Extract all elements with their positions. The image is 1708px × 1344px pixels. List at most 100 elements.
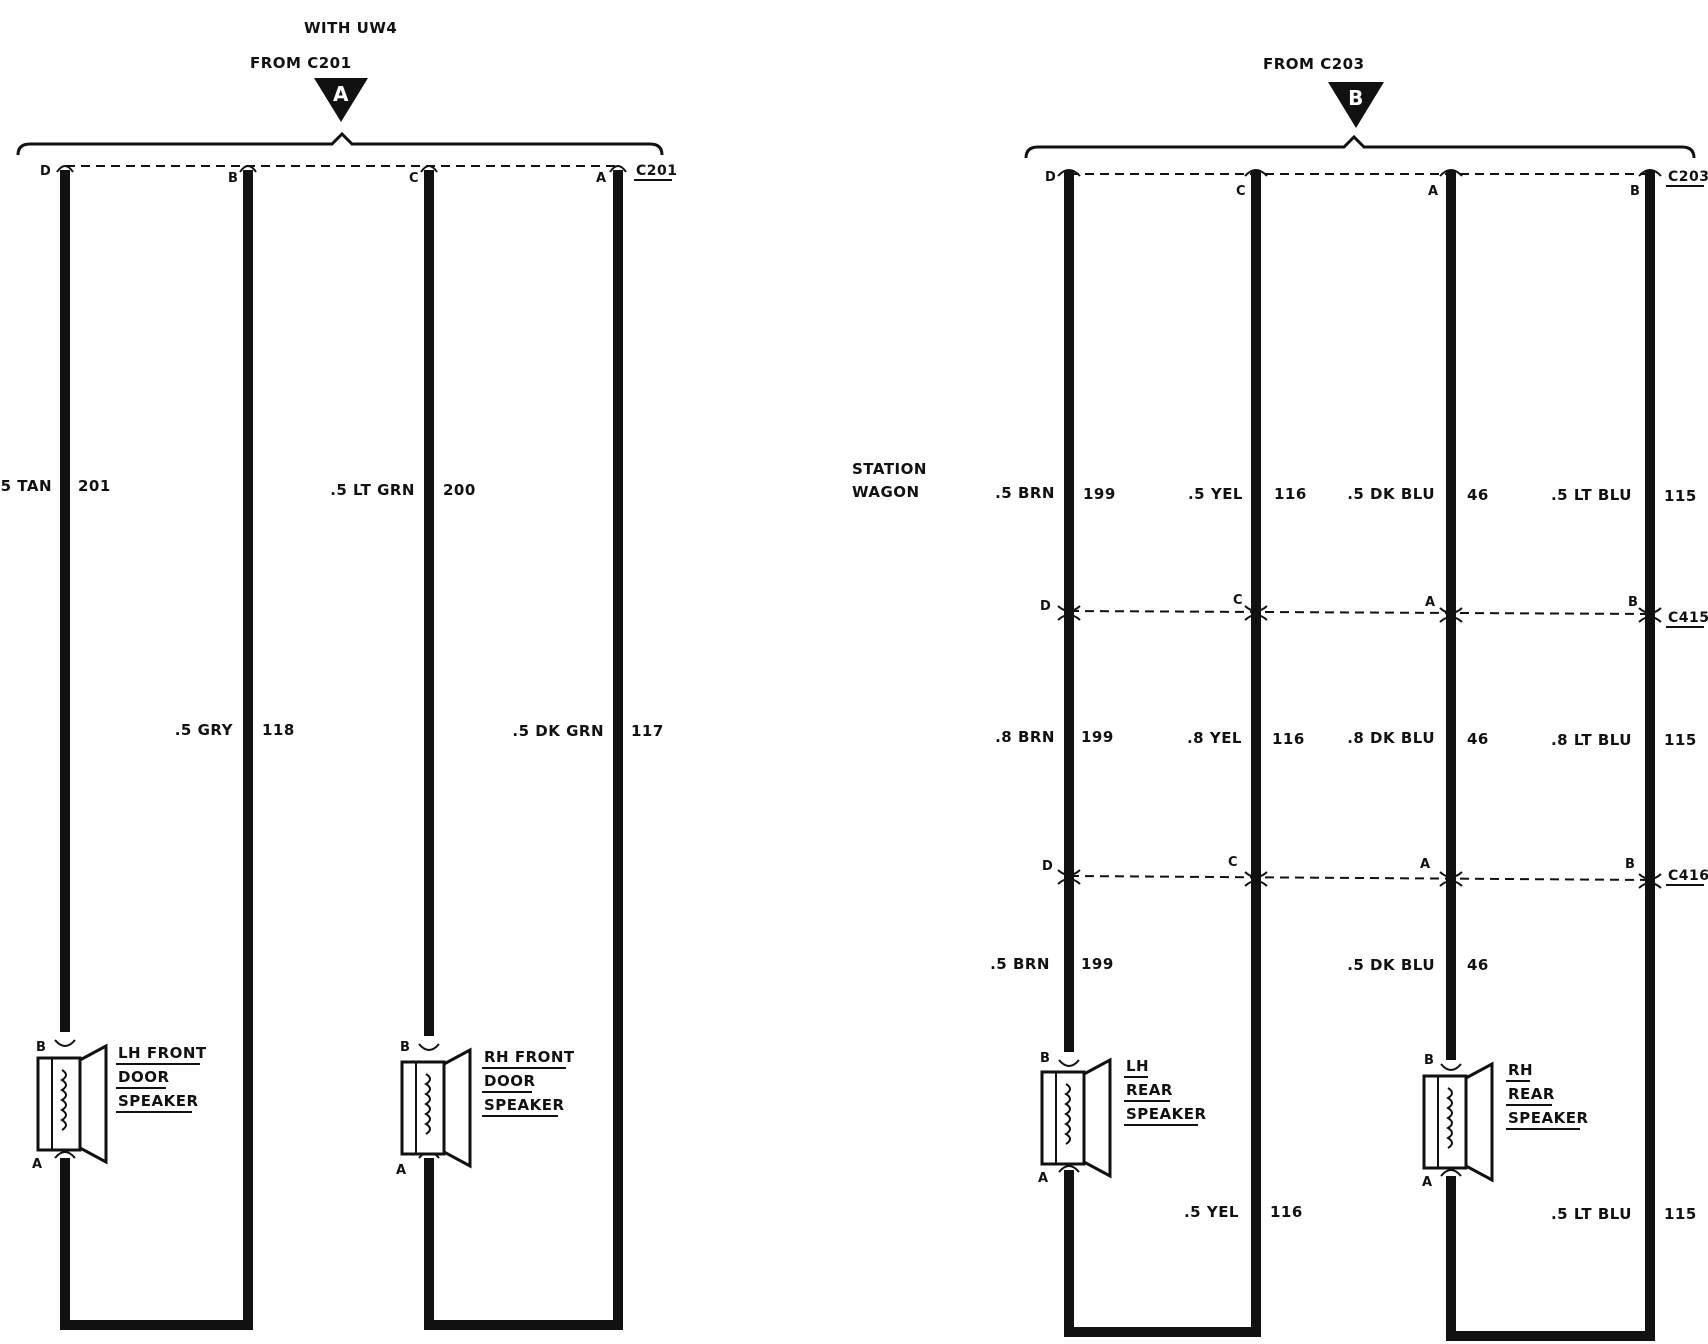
speaker-pin-a: A [1422, 1175, 1433, 1190]
speaker-pin-b: B [1424, 1053, 1434, 1068]
circuit-label-bot-46: 46 [1467, 956, 1489, 974]
circuit-label-top-199: 199 [1083, 485, 1116, 503]
speaker-coil-icon [1064, 1083, 1071, 1145]
group-brace-right [1024, 134, 1696, 159]
pin-label-a: A [596, 171, 607, 186]
marker-letter-a: A [333, 82, 349, 106]
wire-46-115-loop [1446, 170, 1655, 1341]
group-brace-left [16, 131, 664, 156]
wire-label-mid-dk-blu: .8 DK BLU [1347, 729, 1435, 747]
source-label-c203: FROM C203 [1263, 55, 1365, 73]
circuit-label-bot-116: 116 [1270, 1203, 1303, 1221]
circuit-label-top-116: 116 [1274, 485, 1307, 503]
wire-label-tan: .5 TAN [0, 477, 52, 495]
circuit-label-top-115: 115 [1664, 487, 1697, 505]
marker-triangle-b-icon [1328, 82, 1384, 128]
wire-label-bot-lt-blu: .5 LT BLU [1551, 1205, 1632, 1223]
connector-label-c201: C201 [636, 163, 678, 179]
speaker-label-line-3: SPEAKER [1126, 1105, 1207, 1123]
speaker-body-icon [1040, 1070, 1086, 1166]
speaker-coil-icon [60, 1069, 67, 1131]
pinch-c415-a [1439, 607, 1463, 623]
speaker-label-line-1: RH [1508, 1061, 1533, 1079]
pinch-c415-c [1244, 605, 1268, 621]
speaker-body-icon [36, 1056, 82, 1152]
connector-label-c203: C203 [1668, 169, 1708, 185]
terminal-c203-c [1244, 169, 1268, 177]
pin-label-a-c203: A [1428, 184, 1439, 199]
right-section: STATION WAGON FROM C203 B C203 C415 C416… [852, 55, 1708, 1341]
pin-label-c: C [409, 171, 419, 186]
pinch-c416-a [1439, 871, 1463, 887]
speaker-label-line-2: DOOR [118, 1068, 170, 1086]
marker-triangle-a-icon [314, 78, 368, 122]
circuit-label-bot-199: 199 [1081, 955, 1114, 973]
wire-199-116-loop [1064, 170, 1261, 1337]
circuit-label-200: 200 [443, 481, 476, 499]
circuit-label-mid-116: 116 [1272, 730, 1305, 748]
speaker-label-line-1: LH FRONT [118, 1044, 207, 1062]
speaker-pin-a: A [1038, 1171, 1049, 1186]
pinch-c416-c [1244, 871, 1268, 887]
speaker-terminal-bottom [1058, 1165, 1080, 1173]
wire-201-118-loop [60, 170, 253, 1330]
connector-label-c415: C415 [1668, 610, 1708, 626]
speaker-label-line-3: SPEAKER [484, 1096, 565, 1114]
pinch-c416-b [1638, 873, 1662, 889]
pin-label-b-c203: B [1630, 184, 1640, 199]
lh-rear-speaker: B A LH REAR SPEAKER [1038, 1051, 1207, 1186]
connector-line-c416 [1069, 875, 1653, 881]
wire-label-mid-brn: .8 BRN [995, 728, 1055, 746]
speaker-label-line-3: SPEAKER [1508, 1109, 1589, 1127]
lh-front-door-speaker: B A LH FRONT DOOR SPEAKER [32, 1039, 207, 1172]
speaker-terminal-top [418, 1043, 440, 1051]
pin-label-b: B [228, 171, 238, 186]
pin-label-a-c416: A [1420, 857, 1431, 872]
pin-label-d: D [40, 164, 51, 179]
speaker-coil-icon [424, 1073, 431, 1135]
pin-label-b-c416: B [1625, 857, 1635, 872]
wire-label-mid-lt-blu: .8 LT BLU [1551, 731, 1632, 749]
left-section: WITH UW4 FROM C201 A C201 D B C A .5 TAN… [0, 19, 678, 1330]
wire-label-top-brn: .5 BRN [995, 484, 1055, 502]
speaker-coil-icon [1446, 1087, 1453, 1149]
speaker-terminal-top [54, 1039, 76, 1047]
circuit-label-bot-115: 115 [1664, 1205, 1697, 1223]
speaker-body-icon [400, 1060, 446, 1156]
speaker-label-line-2: REAR [1126, 1081, 1173, 1099]
source-label-c201: FROM C201 [250, 54, 352, 72]
speaker-cone-icon [78, 1043, 108, 1165]
circuit-label-201: 201 [78, 477, 111, 495]
speaker-terminal-bottom [54, 1151, 76, 1159]
pin-label-d-c415: D [1040, 599, 1051, 614]
pin-label-c-c415: C [1233, 593, 1243, 608]
wire-label-bot-dk-blu: .5 DK BLU [1347, 956, 1435, 974]
wire-label-bot-brn: .5 BRN [990, 955, 1050, 973]
option-label-uw4: WITH UW4 [304, 19, 397, 37]
speaker-terminal-bottom [1440, 1169, 1462, 1177]
pinch-c416-d [1057, 869, 1081, 885]
pin-label-a-c415: A [1425, 595, 1436, 610]
wire-label-bot-yel: .5 YEL [1184, 1203, 1239, 1221]
wire-label-top-lt-blu: .5 LT BLU [1551, 486, 1632, 504]
speaker-label-line-1: LH [1126, 1057, 1149, 1075]
marker-letter-b: B [1348, 86, 1364, 110]
speaker-terminal-top [1440, 1063, 1462, 1071]
wire-200-117-loop [424, 170, 623, 1330]
circuit-label-mid-199: 199 [1081, 728, 1114, 746]
wire-label-top-dk-blu: .5 DK BLU [1347, 485, 1435, 503]
pin-label-d-c203: D [1045, 170, 1056, 185]
connector-line-c415 [1069, 610, 1653, 615]
speaker-cone-icon [442, 1047, 472, 1169]
speaker-label-line-2: REAR [1508, 1085, 1555, 1103]
rh-front-door-speaker: B A RH FRONT DOOR SPEAKER [396, 1040, 574, 1178]
pinch-c415-d [1057, 605, 1081, 621]
terminal-c203-b [1638, 169, 1662, 177]
pinch-c415-b [1638, 607, 1662, 623]
speaker-body-icon [1422, 1074, 1468, 1170]
wire-label-top-yel: .5 YEL [1188, 485, 1243, 503]
wire-label-mid-yel: .8 YEL [1187, 729, 1242, 747]
wire-label-dk-grn: .5 DK GRN [512, 722, 604, 740]
speaker-label-line-3: SPEAKER [118, 1092, 199, 1110]
